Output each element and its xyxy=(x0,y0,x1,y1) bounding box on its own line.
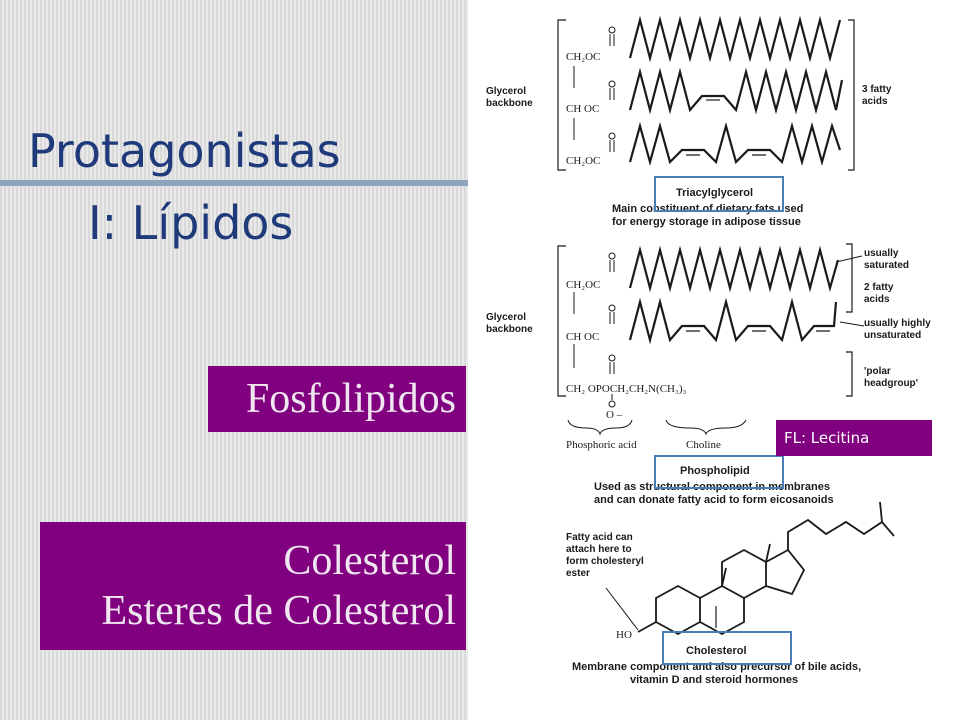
pl-two-fatty1: 2 fatty xyxy=(864,282,894,293)
pl-usually-saturated1: usually xyxy=(864,248,899,259)
triacylglycerol-highlight xyxy=(654,176,784,212)
tag-fatty-label1: 3 fatty xyxy=(862,84,892,95)
pl-unsat1: usually highly xyxy=(864,318,931,329)
tag-backbone-label: backbone xyxy=(486,98,533,109)
lipid-diagram: CH₂OC CH OC CH₂OC Glycerol backbone 3 fa… xyxy=(486,15,931,686)
pl-unsat2: unsaturated xyxy=(864,330,921,341)
pl-name: Phospholipid xyxy=(680,465,750,477)
pl-polar1: 'polar xyxy=(864,366,891,377)
chol-note4: ester xyxy=(566,568,590,579)
phospholipid-highlight xyxy=(654,455,784,489)
pl-headgroup-formula: CH₂ OPOCH₂CH₂N(CH₃)₃ xyxy=(566,383,686,395)
tag-desc1: Main constituent of dietary fats used xyxy=(612,203,803,215)
tag-ch2oc-bottom: CH₂OC xyxy=(566,155,600,167)
lecitina-label: FL: Lecitina xyxy=(776,420,932,456)
chol-ho-label: HO xyxy=(616,629,632,641)
pl-glycerol-label: Glycerol xyxy=(486,312,526,323)
tag-choc: CH OC xyxy=(566,103,599,115)
tag-desc2: for energy storage in adipose tissue xyxy=(612,216,801,228)
pl-choc: CH OC xyxy=(566,331,599,343)
slide-title-line1: Protagonistas xyxy=(28,124,341,178)
cholesterol-highlight xyxy=(662,631,792,665)
pl-choline-label: Choline xyxy=(686,439,721,451)
slide-title-line2: I: Lípidos xyxy=(88,196,294,250)
pl-backbone-label: backbone xyxy=(486,324,533,335)
chol-note2: attach here to xyxy=(566,544,632,555)
pl-polar2: headgroup' xyxy=(864,378,918,389)
chol-note3: form cholesteryl xyxy=(566,556,644,567)
lipid-structures-figure: CH₂OC CH OC CH₂OC Glycerol backbone 3 fa… xyxy=(470,0,960,720)
fosfolipidos-label: Fosfolipidos xyxy=(245,376,456,422)
title-divider xyxy=(0,180,468,186)
tag-fatty-label2: acids xyxy=(862,96,888,107)
pl-ch2oc: CH₂OC xyxy=(566,279,600,291)
pl-phosphoric-label: Phosphoric acid xyxy=(566,439,637,451)
fosfolipidos-box: Fosfolipidos xyxy=(208,366,466,432)
pl-two-fatty2: acids xyxy=(864,294,890,305)
colesterol-box: Colesterol Esteres de Colesterol xyxy=(40,522,466,650)
pl-desc2: and can donate fatty acid to form eicosa… xyxy=(594,494,834,506)
chol-name: Cholesterol xyxy=(686,645,747,657)
tag-glycerol-label: Glycerol xyxy=(486,86,526,97)
pl-usually-saturated2: saturated xyxy=(864,260,909,271)
tag-ch2oc-top: CH₂OC xyxy=(566,51,600,63)
chol-note1: Fatty acid can xyxy=(566,532,633,543)
pl-o-minus: O – xyxy=(606,409,623,421)
tag-name: Triacylglycerol xyxy=(676,187,753,199)
colesterol-label: Colesterol xyxy=(283,538,456,584)
chol-desc2: vitamin D and steroid hormones xyxy=(630,674,798,686)
esteres-label: Esteres de Colesterol xyxy=(101,588,456,634)
